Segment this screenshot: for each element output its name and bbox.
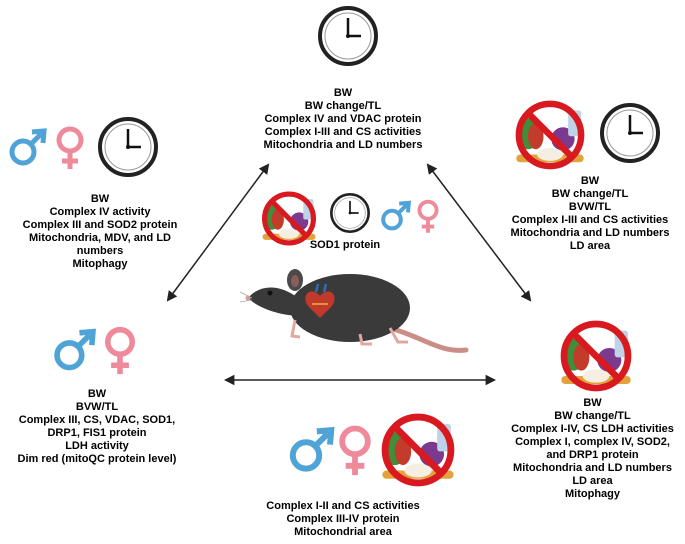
no-food-icon <box>510 100 590 170</box>
male-symbol-icon <box>381 200 411 231</box>
heart-icon <box>305 283 335 318</box>
no-food-icon <box>258 191 320 246</box>
clock-icon <box>318 6 378 66</box>
lower-right-group-text: BW BW change/TL Complex I-IV, CS LDH act… <box>511 397 674 500</box>
lower-left-group-text: BW BVW/TL Complex III, CS, VDAC, SOD1, D… <box>17 388 177 465</box>
female-symbol-icon <box>417 199 439 235</box>
female-symbol-icon <box>52 125 88 175</box>
male-symbol-icon <box>288 423 336 483</box>
arrow-top-right <box>426 163 532 302</box>
male-symbol-icon <box>52 325 98 381</box>
male-symbol-icon <box>8 125 48 175</box>
upper-right-group-text: BW BW change/TL BVW/TL Complex I-III and… <box>510 175 670 252</box>
no-food-icon <box>376 413 460 487</box>
clock-icon <box>600 103 660 163</box>
upper-left-group-text: BW Complex IV activity Complex III and S… <box>22 193 178 270</box>
bottom-group-text: Complex I-II and CS activities Complex I… <box>266 500 420 538</box>
center-text: SOD1 protein <box>309 239 381 251</box>
top-group-text: BW BW change/TL Complex IV and VDAC prot… <box>263 87 423 151</box>
female-symbol-icon <box>100 325 140 381</box>
rat-illustration <box>240 269 469 353</box>
arrow-top-left <box>166 163 270 302</box>
female-symbol-icon <box>334 423 376 483</box>
no-food-icon <box>555 320 637 392</box>
clock-icon <box>98 117 158 177</box>
clock-icon <box>330 193 370 233</box>
